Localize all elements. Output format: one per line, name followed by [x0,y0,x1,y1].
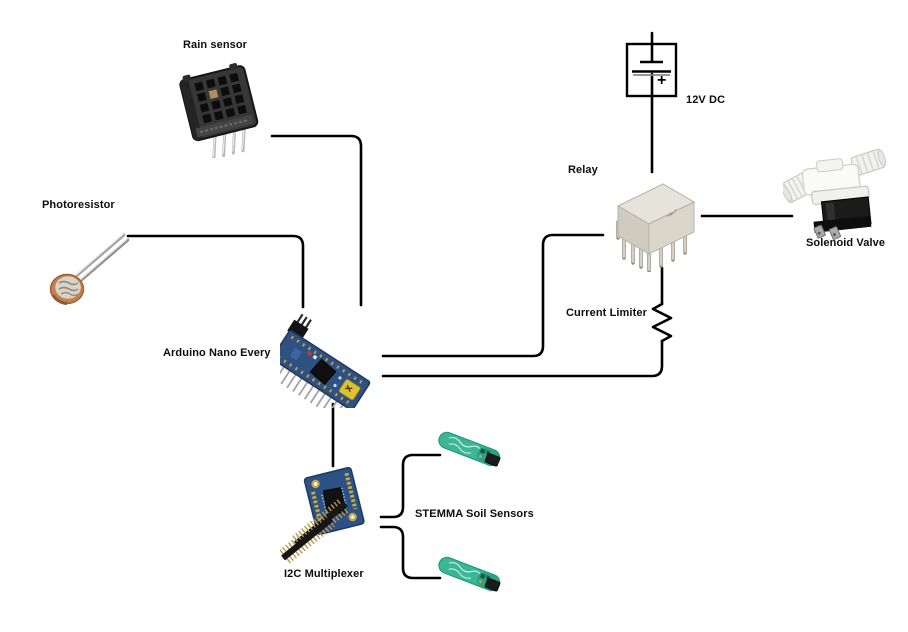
battery-symbol [625,42,678,98]
relay-top-marking [665,208,677,217]
resistor-symbol [651,302,673,343]
wire-multiplexer-to-sensor-1 [379,453,442,519]
wire-photoresistor-to-arduino [126,234,305,309]
wire-arduino-to-relay [381,233,605,358]
valve-coil-base [813,215,872,233]
wire-multiplexer-to-sensor-2 [379,525,442,580]
arduino-led [306,350,313,357]
photoresistor-head [49,273,85,305]
label-solenoid-valve: Solenoid Valve [806,237,886,249]
label-i2c-multiplexer: I2C Multiplexer [284,568,364,580]
relay-image [616,183,696,272]
mux-header-strip-2 [280,513,335,564]
rain-sensor-element [208,89,219,100]
arduino-icsp-header [287,313,312,340]
arduino-top-pads [290,335,367,387]
rain-sensor-pins [212,125,246,158]
soil-sensor-connector [484,453,501,467]
arduino-nano-every-image [280,313,371,408]
label-relay: Relay [568,164,598,176]
mux-right-pads [344,472,358,510]
battery-box [625,42,678,98]
soil-sensor-connector [484,578,501,592]
valve-right-thread [850,148,887,176]
label-photoresistor: Photoresistor [42,199,115,211]
arduino-mcu-chip [309,358,337,386]
label-stemma-soil-sensors: STEMMA Soil Sensors [415,508,534,520]
battery-plus-sign: + [657,72,667,89]
relay-side-face [648,201,695,255]
rain-sensor-grid-holes [194,72,247,124]
valve-terminals [813,224,842,240]
solenoid-valve-image [783,148,887,240]
i2c-multiplexer-image [280,466,365,564]
arduino-bottom-pads [280,355,354,407]
label-12v-dc: 12V DC [686,94,726,106]
label-rain-sensor: Rain sensor [183,39,248,51]
wire-rain-to-arduino [270,134,363,307]
arduino-long-pins [280,366,344,408]
wire-resistor-to-arduino [381,339,664,378]
label-arduino-nano-every: Arduino Nano Every [163,347,271,359]
rain-sensor-image [179,63,259,158]
stemma-soil-sensor-1-image [438,431,501,467]
photoresistor-image [49,233,130,305]
label-current-limiter: Current Limiter [566,307,647,319]
stemma-soil-sensor-2-image [438,556,501,592]
